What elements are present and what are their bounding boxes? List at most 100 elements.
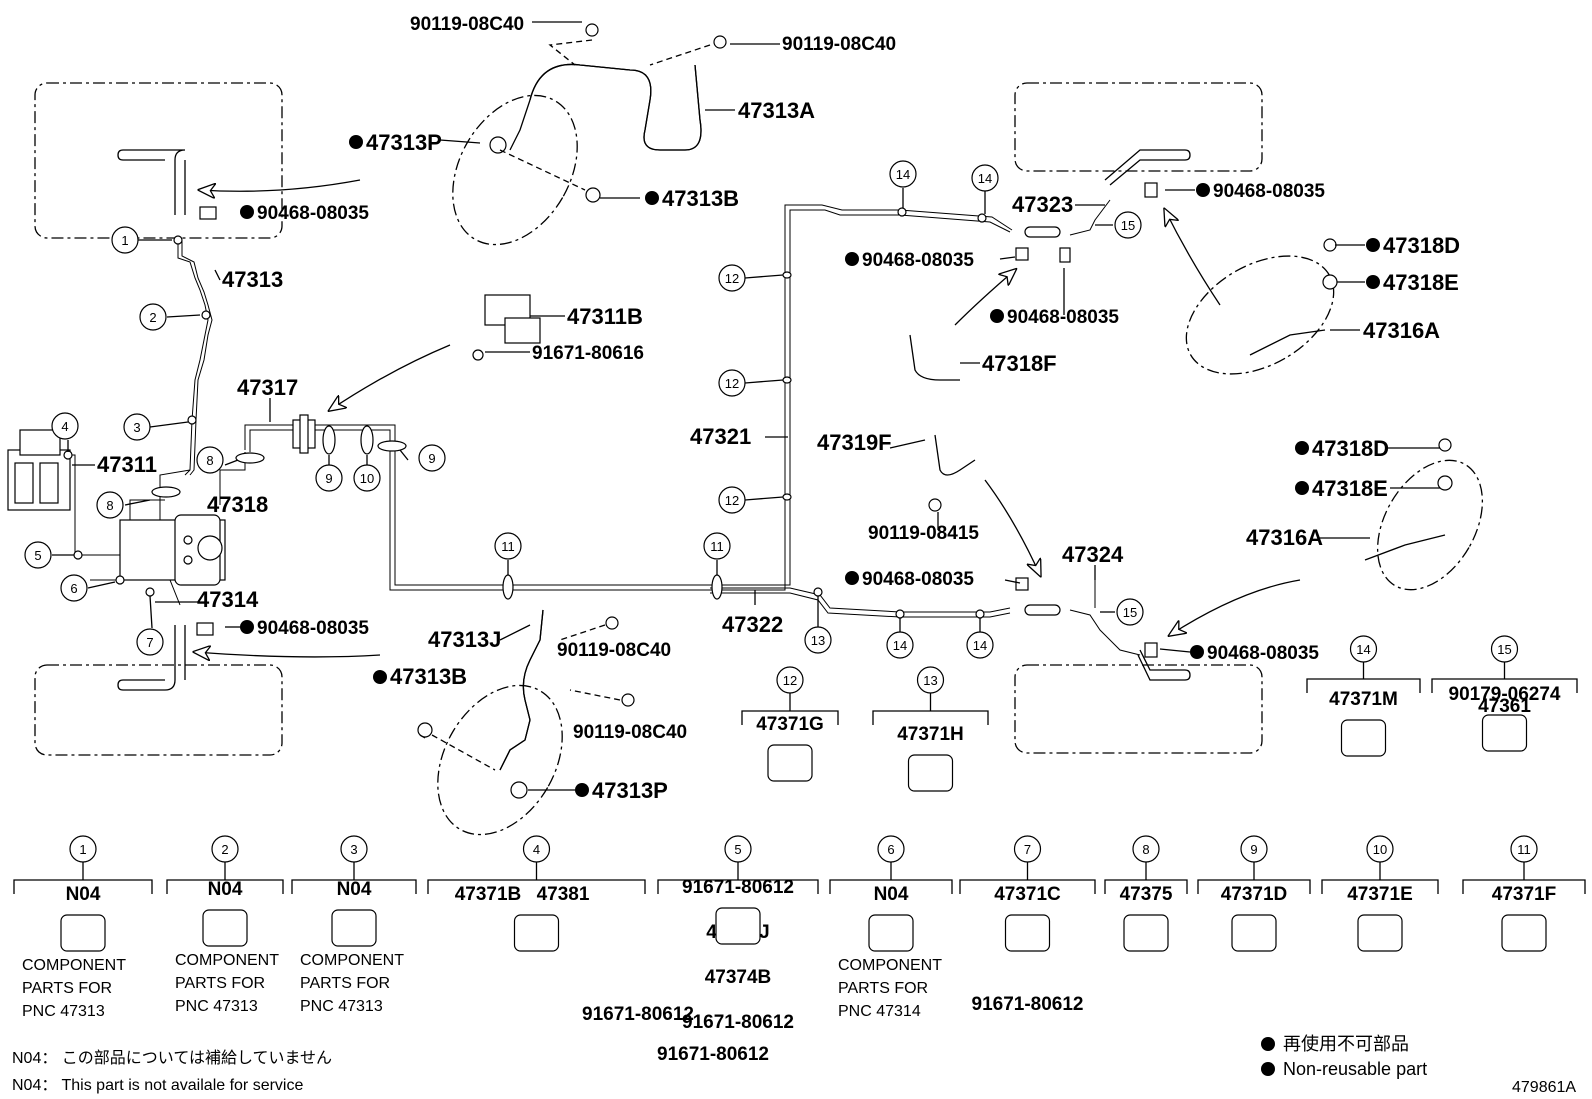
wheel-outline-front-right xyxy=(1014,82,1263,172)
legend-part-number: N04 xyxy=(66,884,101,905)
legend-part-glyph xyxy=(907,754,954,792)
callout-circle-11a: 11 xyxy=(494,532,522,560)
legend-part-number: N04 xyxy=(874,884,909,905)
legend-circle-number: 11 xyxy=(1517,842,1531,857)
legend-part-number: 91671-80612 xyxy=(682,1012,794,1033)
callout-47313J: 47313J xyxy=(428,627,501,652)
callout-circle-14d: 14 xyxy=(966,631,994,659)
legend-row-upper: 1247371G1347371H1447371M1590179-06274473… xyxy=(741,635,1578,792)
callout-circle-5: 5 xyxy=(24,541,52,569)
legend-circle-number: 6 xyxy=(887,842,894,857)
callout-47313A: 47313A xyxy=(738,98,815,123)
legend-circle-number: 5 xyxy=(734,842,741,857)
callout-47311: 47311 xyxy=(97,452,157,477)
callout-90468-08035-d: 90468-08035 xyxy=(862,250,974,271)
callout-90119-08415: 90119-08415 xyxy=(868,523,979,544)
legend-part-glyph xyxy=(202,909,248,947)
callout-47316A-top: 47316A xyxy=(1363,318,1440,343)
legend-part-glyph xyxy=(1123,914,1169,952)
legend-part-number: N04 xyxy=(337,879,372,900)
callout-circle-8a: 8 xyxy=(196,446,224,474)
svg-text:7: 7 xyxy=(146,635,153,650)
legend-circle-number: 7 xyxy=(1024,842,1031,857)
legend-part-number: 91671-80612 xyxy=(972,994,1084,1015)
legend-part-number: 47375 xyxy=(1120,884,1173,905)
svg-text:14: 14 xyxy=(896,167,910,182)
legend-part-number: 47371F xyxy=(1492,884,1556,905)
svg-text:9: 9 xyxy=(325,471,332,486)
callout-90468-08035-b: 90468-08035 xyxy=(257,618,369,639)
legend-part-glyph xyxy=(1357,914,1403,952)
legend-note-line: COMPONENT xyxy=(300,952,404,969)
callout-90119-08C40-a: 90119-08C40 xyxy=(410,14,524,35)
svg-text:12: 12 xyxy=(725,493,739,508)
legend-part-glyph xyxy=(1340,719,1387,757)
svg-text:4: 4 xyxy=(61,419,68,434)
footnote-n04-english: N04： This part is not availale for servi… xyxy=(12,1077,303,1094)
legend-part-glyph xyxy=(513,914,560,952)
callout-47318E-bottom: 47318E xyxy=(1312,476,1388,501)
legend-part-number: 91671-80612 xyxy=(682,877,794,898)
svg-text:14: 14 xyxy=(973,638,987,653)
callout-90468-08035-f: 90468-08035 xyxy=(862,569,974,590)
callout-47313: 47313 xyxy=(222,267,283,292)
callout-circle-12a: 12 xyxy=(718,264,746,292)
legend-part-number: 47371M xyxy=(1329,689,1398,710)
svg-text:1: 1 xyxy=(121,233,128,248)
callout-circle-14c: 14 xyxy=(886,631,914,659)
legend-part-glyph xyxy=(1501,914,1547,952)
callout-circle-15b: 15 xyxy=(1116,598,1144,626)
svg-text:12: 12 xyxy=(725,376,739,391)
callout-90468-08035-c: 90468-08035 xyxy=(1213,181,1325,202)
callout-circle-2: 2 xyxy=(139,303,167,331)
svg-text:12: 12 xyxy=(725,271,739,286)
legend-circle-number: 12 xyxy=(783,673,797,688)
callout-47313B-top: 47313B xyxy=(662,186,739,211)
svg-text:2: 2 xyxy=(149,310,156,325)
callout-circle-15a: 15 xyxy=(1114,211,1142,239)
callout-circle-14b: 14 xyxy=(971,164,999,192)
svg-text:3: 3 xyxy=(133,420,140,435)
svg-text:14: 14 xyxy=(893,638,907,653)
wheel-outline-rear-right xyxy=(1014,664,1263,754)
svg-text:15: 15 xyxy=(1121,218,1135,233)
legend-part-number: 47374B xyxy=(705,967,772,988)
callout-90468-08035-a: 90468-08035 xyxy=(257,203,369,224)
legend-box-11: 11 47371F xyxy=(1462,835,1586,952)
svg-text:14: 14 xyxy=(978,171,992,186)
callout-47313B-bottom: 47313B xyxy=(390,664,467,689)
legend-part-number: 47371H xyxy=(897,724,964,745)
svg-text:11: 11 xyxy=(501,539,515,554)
legend-part-number: 47371D xyxy=(1221,884,1288,905)
callout-47319F: 47319F xyxy=(817,430,892,455)
callout-47318E-top: 47318E xyxy=(1383,270,1459,295)
legend-part-glyph xyxy=(868,914,914,952)
legend-circle-number: 2 xyxy=(221,842,228,857)
callout-circle-4: 4 xyxy=(51,412,79,440)
callout-90119-08C40-d: 90119-08C40 xyxy=(573,722,687,743)
callout-47322: 47322 xyxy=(722,612,783,637)
wheel-outline-rear-left xyxy=(34,664,283,756)
callout-47313P-bottom: 47313P xyxy=(592,778,668,803)
legend-note-line: COMPONENT xyxy=(22,957,126,974)
callout-circle-3: 3 xyxy=(123,413,151,441)
legend-part-number: 47371C xyxy=(994,884,1061,905)
callout-circles: 1 2 3 4 5 6 7 8 8 9 10 9 11 11 12 12 12 … xyxy=(24,160,1144,659)
footnote-n04-japanese: N04： この部品については補給していません xyxy=(12,1049,332,1067)
legend-part-number: 47361 xyxy=(1478,696,1531,717)
wheel-outline-front-left xyxy=(34,82,283,239)
callout-47318: 47318 xyxy=(207,492,268,517)
legend-note-line: PNC 47314 xyxy=(838,1003,921,1020)
callout-47318D-top: 47318D xyxy=(1383,233,1460,258)
legend-part-glyph xyxy=(331,909,377,947)
callout-47314: 47314 xyxy=(197,587,259,612)
callout-circle-11b: 11 xyxy=(703,532,731,560)
